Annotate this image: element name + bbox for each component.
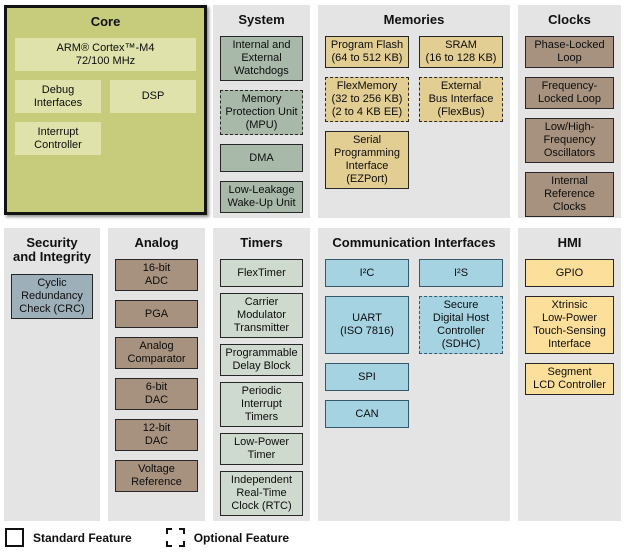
block-debug-interfaces: Debug Interfaces — [15, 80, 101, 114]
block-external-bus-interface: External Bus Interface (FlexBus) — [419, 77, 503, 123]
block-pga: PGA — [115, 300, 198, 329]
memories-blocks: Program Flash (64 to 512 KB) SRAM (16 to… — [325, 36, 503, 190]
panel-title-timers: Timers — [240, 235, 283, 250]
legend-item-standard: Standard Feature — [5, 528, 132, 547]
analog-blocks: 16-bit ADC PGA Analog Comparator 6-bit D… — [115, 259, 198, 493]
block-arm-cortex-m4: ARM® Cortex™-M4 72/100 MHz — [15, 38, 196, 72]
block-low-power-timer: Low-Power Timer — [220, 433, 303, 466]
panel-hmi: HMI GPIO Xtrinsic Low-Power Touch-Sensin… — [518, 228, 621, 521]
panel-title-communication-interfaces: Communication Interfaces — [332, 235, 496, 250]
panel-communication-interfaces: Communication Interfaces I²C I²S UART (I… — [318, 228, 510, 521]
panel-memories: Memories Program Flash (64 to 512 KB) SR… — [318, 5, 510, 218]
block-phase-locked-loop: Phase-Locked Loop — [525, 36, 614, 69]
block-periodic-interrupt-timers: Periodic Interrupt Timers — [220, 382, 303, 428]
block-voltage-reference: Voltage Reference — [115, 460, 198, 493]
legend-item-optional: Optional Feature — [165, 528, 290, 547]
block-12-bit-dac: 12-bit DAC — [115, 419, 198, 452]
panel-title-security: Security and Integrity — [12, 235, 91, 265]
block-secure-digital-host-controller: Secure Digital Host Controller (SDHC) — [419, 296, 503, 355]
optional-feature-swatch — [165, 528, 185, 547]
panel-security-and-integrity: Security and Integrity Cyclic Redundancy… — [4, 228, 100, 521]
panel-system: System Internal and External Watchdogs M… — [213, 5, 310, 218]
block-i2c: I²C — [325, 259, 409, 288]
timers-blocks: FlexTimer Carrier Modulator Transmitter … — [220, 259, 303, 517]
block-flextimer: FlexTimer — [220, 259, 303, 288]
panel-analog: Analog 16-bit ADC PGA Analog Comparator … — [108, 228, 205, 521]
legend: Standard Feature Optional Feature — [5, 528, 313, 547]
block-low-leakage-wake-up-unit: Low-Leakage Wake-Up Unit — [220, 181, 303, 214]
block-dma: DMA — [220, 144, 303, 173]
block-interrupt-controller: Interrupt Controller — [15, 122, 101, 156]
block-segment-lcd-controller: Segment LCD Controller — [525, 363, 614, 396]
block-programmable-delay-block: Programmable Delay Block — [220, 344, 303, 377]
block-carrier-modulator-transmitter: Carrier Modulator Transmitter — [220, 293, 303, 339]
panel-title-core: Core — [90, 14, 121, 29]
core-blocks: ARM® Cortex™-M4 72/100 MHz Debug Interfa… — [15, 38, 196, 156]
panel-title-memories: Memories — [383, 12, 445, 27]
block-6-bit-dac: 6-bit DAC — [115, 378, 198, 411]
block-low-high-frequency-oscillators: Low/High- Frequency Oscillators — [525, 118, 614, 164]
clocks-blocks: Phase-Locked Loop Frequency- Locked Loop… — [525, 36, 614, 218]
block-internal-external-watchdogs: Internal and External Watchdogs — [220, 36, 303, 82]
panel-timers: Timers FlexTimer Carrier Modulator Trans… — [213, 228, 310, 521]
block-dsp: DSP — [110, 80, 196, 114]
optional-feature-label: Optional Feature — [193, 530, 290, 545]
block-xtrinsic-touch-sensing-interface: Xtrinsic Low-Power Touch-Sensing Interfa… — [525, 296, 614, 355]
block-frequency-locked-loop: Frequency- Locked Loop — [525, 77, 614, 110]
security-blocks: Cyclic Redundancy Check (CRC) — [11, 273, 93, 319]
block-i2s: I²S — [419, 259, 503, 288]
panel-core: Core ARM® Cortex™-M4 72/100 MHz Debug In… — [4, 5, 207, 215]
panel-clocks: Clocks Phase-Locked Loop Frequency- Lock… — [518, 5, 621, 218]
comm-blocks: I²C I²S UART (ISO 7816) Secure Digital H… — [325, 259, 503, 429]
standard-feature-swatch — [5, 528, 24, 547]
system-blocks: Internal and External Watchdogs Memory P… — [220, 36, 303, 214]
panel-title-clocks: Clocks — [548, 12, 591, 27]
block-independent-real-time-clock: Independent Real-Time Clock (RTC) — [220, 471, 303, 517]
block-spi: SPI — [325, 363, 409, 392]
block-memory-protection-unit: Memory Protection Unit (MPU) — [220, 90, 303, 136]
block-uart: UART (ISO 7816) — [325, 296, 409, 355]
block-gpio: GPIO — [525, 259, 614, 288]
block-serial-programming-interface: Serial Programming Interface (EZPort) — [325, 131, 409, 190]
block-analog-comparator: Analog Comparator — [115, 337, 198, 370]
block-cyclic-redundancy-check: Cyclic Redundancy Check (CRC) — [11, 273, 93, 319]
panel-title-system: System — [238, 12, 285, 27]
panel-title-hmi: HMI — [557, 235, 582, 250]
block-program-flash: Program Flash (64 to 512 KB) — [325, 36, 409, 69]
panel-title-analog: Analog — [134, 235, 179, 250]
hmi-blocks: GPIO Xtrinsic Low-Power Touch-Sensing In… — [525, 259, 614, 396]
block-16-bit-adc: 16-bit ADC — [115, 259, 198, 292]
block-internal-reference-clocks: Internal Reference Clocks — [525, 172, 614, 218]
block-sram: SRAM (16 to 128 KB) — [419, 36, 503, 69]
block-flexmemory: FlexMemory (32 to 256 KB) (2 to 4 KB EE) — [325, 77, 409, 123]
block-can: CAN — [325, 400, 409, 429]
standard-feature-label: Standard Feature — [33, 530, 132, 545]
